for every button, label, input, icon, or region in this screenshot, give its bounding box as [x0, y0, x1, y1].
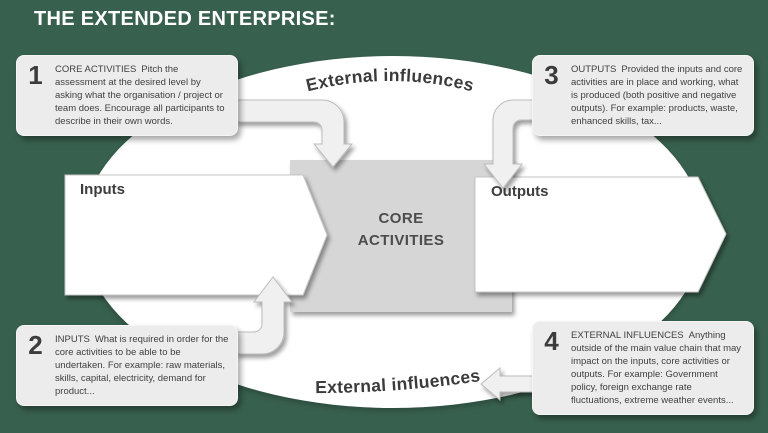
callout-2-number: 2	[28, 330, 43, 360]
callout-1-description: Pitch the assessment at the desired leve…	[55, 64, 225, 127]
outputs-label: Outputs	[491, 183, 549, 200]
page-title: THE EXTENDED ENTERPRISE:	[34, 8, 336, 30]
callout-4-description: Anything outside of the main value chain…	[571, 330, 742, 406]
arrow-callout4-to-external	[480, 366, 535, 402]
callout-2-description: What is required in order for the core a…	[55, 334, 229, 397]
callout-3-number: 3	[544, 60, 559, 90]
callout-4-number: 4	[544, 326, 559, 356]
inputs-label: Inputs	[80, 181, 125, 198]
core-activities-line2: ACTIVITIES	[357, 232, 445, 249]
arrow-callout3-to-outputs	[482, 99, 535, 189]
callout-1-number: 1	[28, 60, 43, 90]
callout-3-keyword: OUTPUTS	[571, 64, 617, 75]
core-activities-line1: CORE	[378, 210, 424, 227]
core-activities-label: CORE ACTIVITIES	[290, 208, 512, 252]
outputs-chevron	[474, 176, 727, 293]
callout-1-keyword: CORE ACTIVITIES	[55, 64, 137, 75]
callout-2-keyword: INPUTS	[55, 334, 90, 345]
inputs-chevron	[64, 174, 328, 296]
callout-4-keyword: EXTERNAL INFLUENCES	[571, 330, 684, 341]
arrow-callout2-to-inputs	[235, 276, 294, 355]
arrow-callout1-to-core	[235, 99, 354, 168]
callout-3-description: Provided the inputs and core activities …	[571, 64, 743, 127]
